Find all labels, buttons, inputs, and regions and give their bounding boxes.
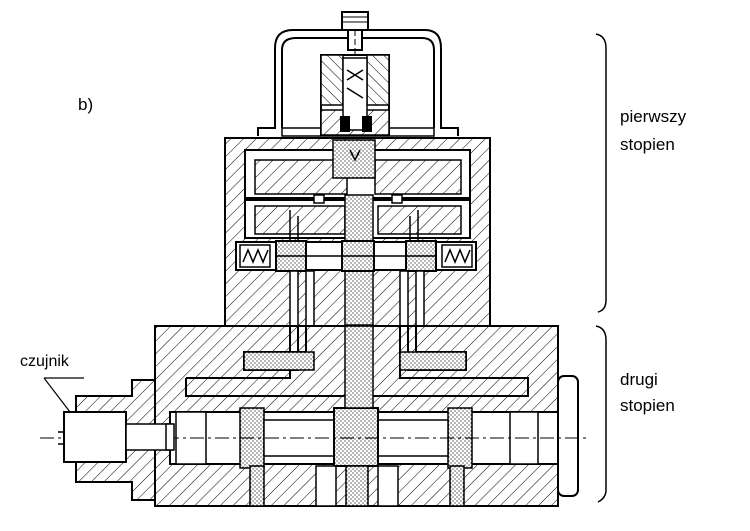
label-first-stage-line2: stopien xyxy=(620,135,675,154)
torque-motor xyxy=(320,54,390,136)
position-sensor xyxy=(43,377,175,501)
stage-braces xyxy=(595,33,607,503)
label-sensor: czujnik xyxy=(20,353,70,370)
label-first-stage-line1: pierwszy xyxy=(620,107,687,126)
figure-tag: b) xyxy=(78,95,93,114)
label-second-stage-line2: stopien xyxy=(620,396,675,415)
brace-first-stage xyxy=(595,33,607,313)
first-stage-assembly xyxy=(224,11,491,327)
pilot-body xyxy=(224,137,491,327)
second-stage-assembly xyxy=(40,325,590,507)
brace-second-stage xyxy=(595,325,607,503)
label-second-stage-line1: drugi xyxy=(620,370,658,389)
